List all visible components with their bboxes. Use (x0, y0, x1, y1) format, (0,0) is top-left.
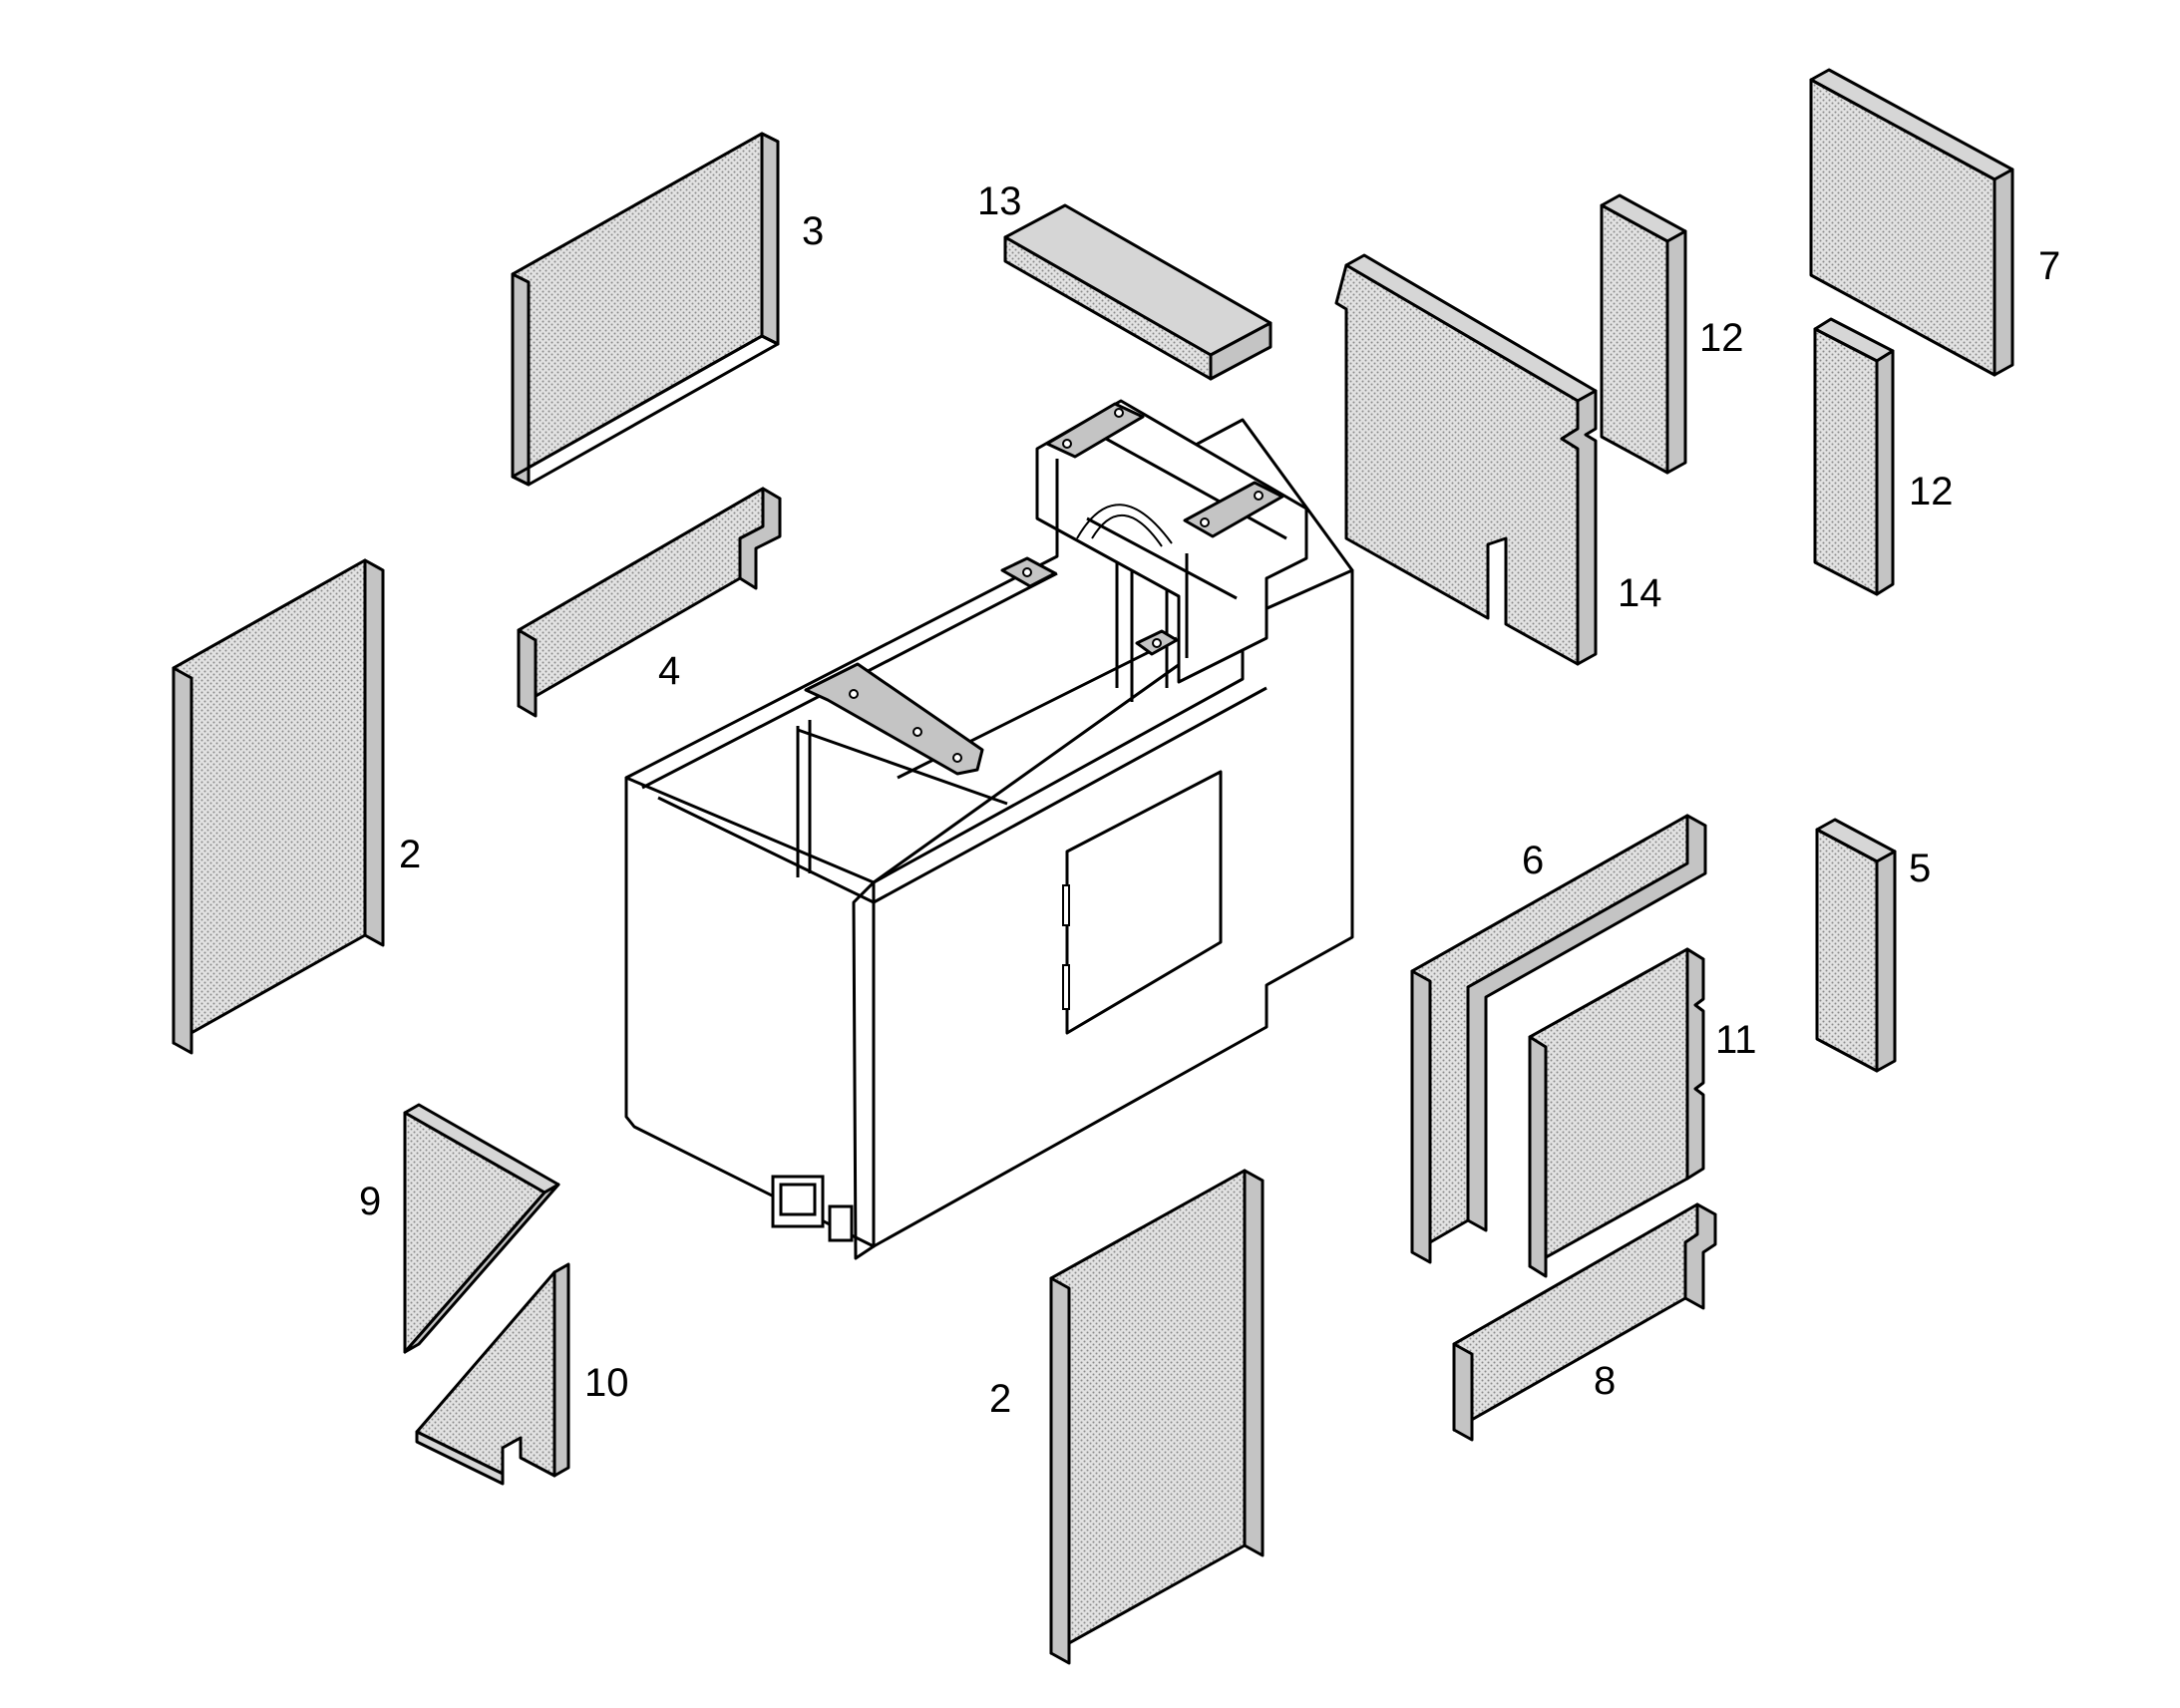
label-12-upper: 12 (1699, 316, 1744, 360)
label-5: 5 (1909, 847, 1931, 890)
panel-12-upper (1600, 193, 1687, 475)
panel-5 (1815, 818, 1897, 1073)
panel-13 (1003, 203, 1272, 381)
panel-2-bottom (1049, 1169, 1265, 1665)
label-8: 8 (1594, 1359, 1616, 1403)
panel-4 (517, 487, 782, 718)
label-14: 14 (1618, 571, 1662, 615)
label-11: 11 (1715, 1018, 1757, 1062)
label-2-bottom: 2 (989, 1377, 1011, 1421)
panel-7 (1809, 68, 2014, 377)
label-10: 10 (584, 1361, 629, 1405)
switch-icon (828, 1204, 854, 1242)
panel-12-lower (1813, 317, 1895, 596)
label-9: 9 (359, 1180, 381, 1223)
panel-9 (403, 1103, 560, 1354)
label-12-lower: 12 (1909, 470, 1954, 513)
cabinet-upper-frame (1035, 399, 1308, 684)
hinge-icon (1062, 964, 1070, 1010)
label-4: 4 (658, 649, 680, 693)
hinge-icon (1062, 884, 1070, 926)
panel-6 (1410, 814, 1707, 1264)
panel-11 (1528, 947, 1705, 1278)
panel-10 (415, 1262, 570, 1486)
panel-14 (1334, 253, 1598, 666)
panel-3 (511, 132, 780, 487)
label-6: 6 (1522, 839, 1544, 882)
panel-2-left (172, 558, 385, 1055)
cabinet-body (624, 399, 1354, 1260)
label-13: 13 (977, 179, 1022, 223)
label-3: 3 (802, 209, 824, 253)
label-7: 7 (2038, 244, 2060, 288)
panel-8 (1452, 1202, 1717, 1442)
label-2-left: 2 (399, 833, 421, 876)
